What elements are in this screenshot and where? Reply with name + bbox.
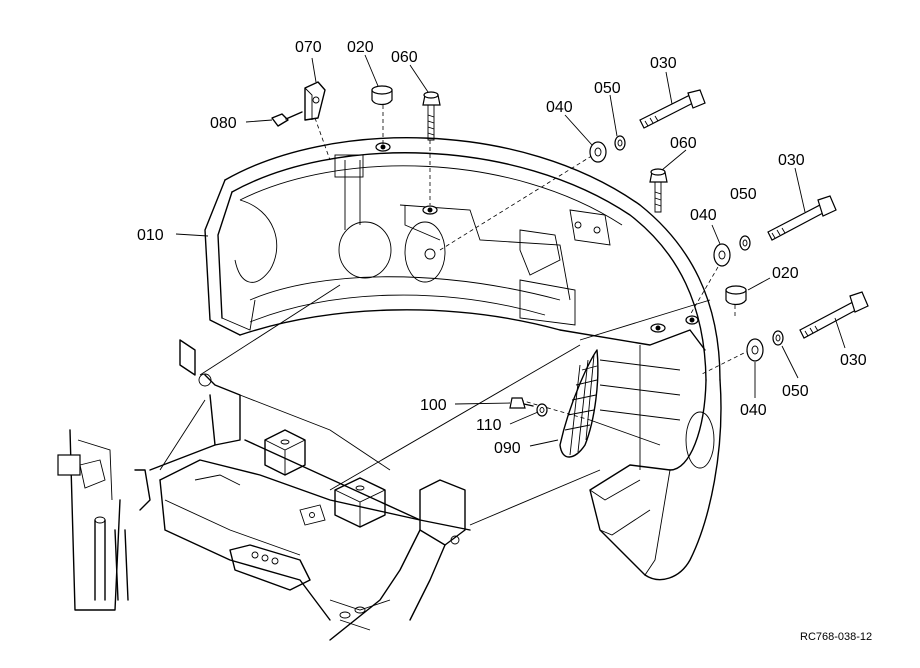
label-050-low: 050 xyxy=(782,383,809,400)
leader-lines xyxy=(175,54,846,447)
label-080: 080 xyxy=(210,115,237,132)
bolt-030-1-part xyxy=(639,89,706,129)
mesh-cover-part xyxy=(559,349,599,458)
label-010: 010 xyxy=(137,227,164,244)
bolt-030-2-part xyxy=(767,195,837,241)
label-030-low: 030 xyxy=(840,352,867,369)
cap-020-top-part xyxy=(371,85,393,106)
hardware xyxy=(271,81,869,417)
label-050-top: 050 xyxy=(594,80,621,97)
label-020-top: 020 xyxy=(347,39,374,56)
label-090: 090 xyxy=(494,440,521,457)
label-040-top: 040 xyxy=(546,99,573,116)
drawing-code: RC768-038-12 xyxy=(800,631,872,643)
label-050-mid: 050 xyxy=(730,186,757,203)
counterweight-part xyxy=(204,137,722,581)
label-020-right: 020 xyxy=(772,265,799,282)
label-060-top: 060 xyxy=(391,49,418,66)
label-030-mid: 030 xyxy=(778,152,805,169)
label-110: 110 xyxy=(476,417,502,434)
screw-100-part xyxy=(509,397,534,409)
part-labels: 010 070 020 060 080 040 050 030 060 030 … xyxy=(137,39,872,643)
machine-frame xyxy=(57,339,471,641)
bolt-060-top-part xyxy=(422,91,441,141)
label-040-low: 040 xyxy=(740,402,767,419)
bolt-060-right-part xyxy=(649,168,668,213)
bracket-070-part xyxy=(304,81,331,161)
label-070: 070 xyxy=(295,39,322,56)
label-060-right: 060 xyxy=(670,135,697,152)
label-030-top: 030 xyxy=(650,55,677,72)
label-100: 100 xyxy=(420,397,447,414)
bolt-030-3-part xyxy=(799,291,869,339)
assembly-lines xyxy=(159,105,751,526)
label-040-mid: 040 xyxy=(690,207,717,224)
cap-020-right-part xyxy=(725,285,747,306)
screw-080-part xyxy=(271,111,303,127)
